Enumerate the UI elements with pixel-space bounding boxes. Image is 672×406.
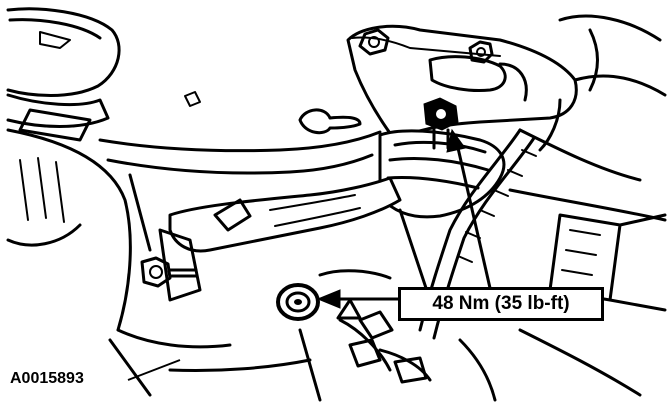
mount-arm — [158, 176, 402, 302]
strut-assembly — [6, 7, 132, 332]
upper-mount-bracket — [346, 24, 578, 142]
torque-value: 48 Nm (35 lb-ft) — [432, 293, 570, 314]
frame-crossmember — [98, 130, 382, 397]
torque-callout: 48 Nm (35 lb-ft) — [398, 287, 604, 321]
center-mount-bolt — [423, 97, 459, 150]
figure-id-leader — [127, 359, 181, 381]
lower-mount-bolt — [276, 283, 320, 321]
pointer-arrow-icon — [316, 128, 492, 309]
rubber-mount — [378, 129, 506, 219]
left-mount-bolt — [140, 256, 198, 288]
body-details — [184, 91, 362, 135]
figure-id: A0015893 — [10, 370, 84, 387]
lower-connectors — [298, 269, 432, 402]
engine-components — [458, 14, 667, 402]
